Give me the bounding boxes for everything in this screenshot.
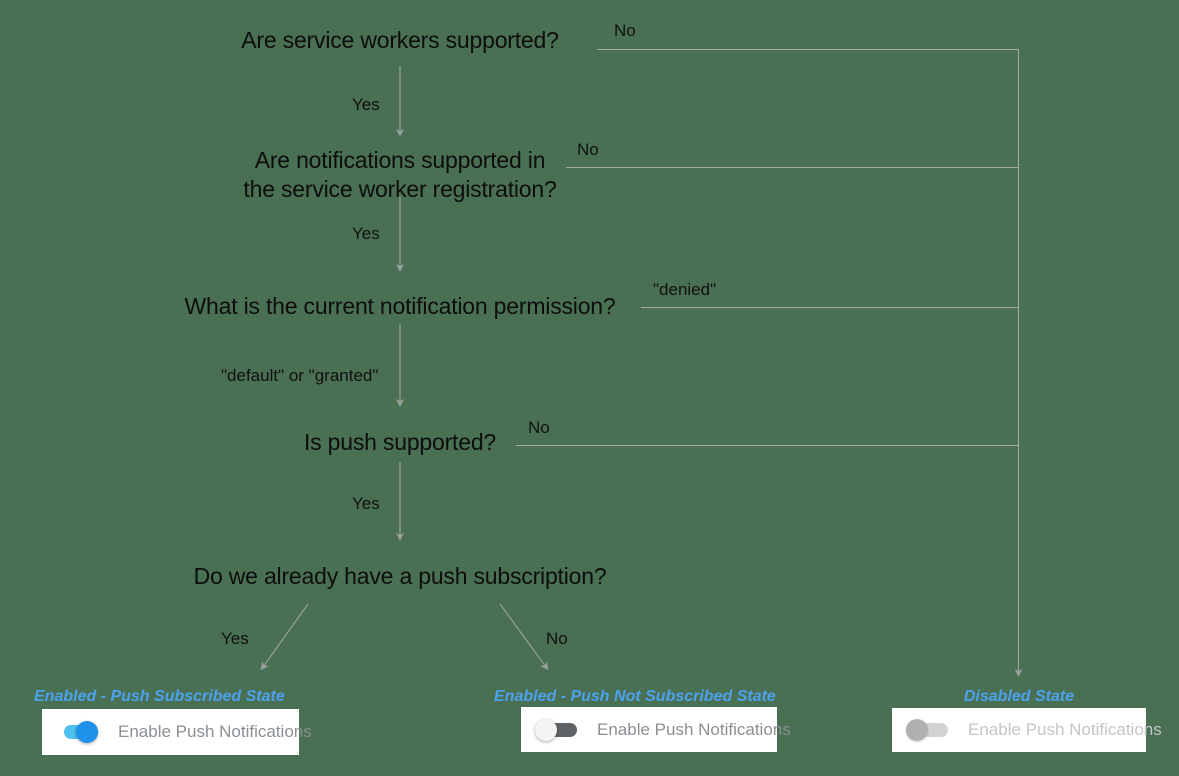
- toggle-label-enabled-subscribed: Enable Push Notifications: [118, 722, 312, 741]
- node-service-workers-supported: Are service workers supported?: [241, 27, 559, 53]
- node-notifications-supported: Are notifications supported in the servi…: [243, 147, 557, 202]
- state-label-enabled-subscribed: Enabled - Push Subscribed State: [34, 688, 285, 705]
- node-have-push-subscription: Do we already have a push subscription?: [193, 563, 607, 589]
- toggle-knob: [535, 718, 557, 741]
- state-label-enabled-not-subscribed: Enabled - Push Not Subscribed State: [494, 688, 776, 705]
- edge-label-permission-denied: "denied": [653, 280, 717, 299]
- edge-label-sub-no: No: [546, 629, 568, 648]
- edge-label-sw-yes: Yes: [352, 95, 380, 114]
- card-disabled: Enable Push Notifications: [892, 708, 1162, 752]
- toggle-label-enabled-not-subscribed: Enable Push Notifications: [597, 719, 791, 739]
- card-enabled-not-subscribed: Enable Push Notifications: [521, 707, 791, 752]
- toggle-enable-push-disabled[interactable]: [906, 719, 952, 741]
- toggle-label-disabled: Enable Push Notifications: [968, 720, 1162, 739]
- node-push-supported: Is push supported?: [303, 429, 497, 455]
- toggle-enable-push-subscribed[interactable]: [56, 721, 102, 743]
- card-enabled-subscribed: Enable Push Notifications: [42, 709, 312, 755]
- toggle-enable-push-not-subscribed[interactable]: [535, 718, 581, 741]
- edge-label-push-yes: Yes: [352, 494, 380, 513]
- edge-label-notif-no: No: [577, 140, 599, 159]
- state-label-disabled: Disabled State: [963, 688, 1075, 705]
- edge-label-permission-ok: "default" or "granted": [221, 366, 379, 385]
- toggle-knob: [76, 721, 98, 743]
- edge-label-notif-yes: Yes: [352, 224, 380, 243]
- node-notification-permission: What is the current notification permiss…: [184, 293, 616, 319]
- edge-label-sw-no: No: [614, 21, 636, 40]
- edge-label-push-no: No: [528, 418, 550, 437]
- edge-label-sub-yes: Yes: [221, 629, 249, 648]
- edge-sub-yes: [260, 603, 309, 671]
- edge-sub-no: [499, 603, 549, 671]
- toggle-knob: [906, 719, 928, 741]
